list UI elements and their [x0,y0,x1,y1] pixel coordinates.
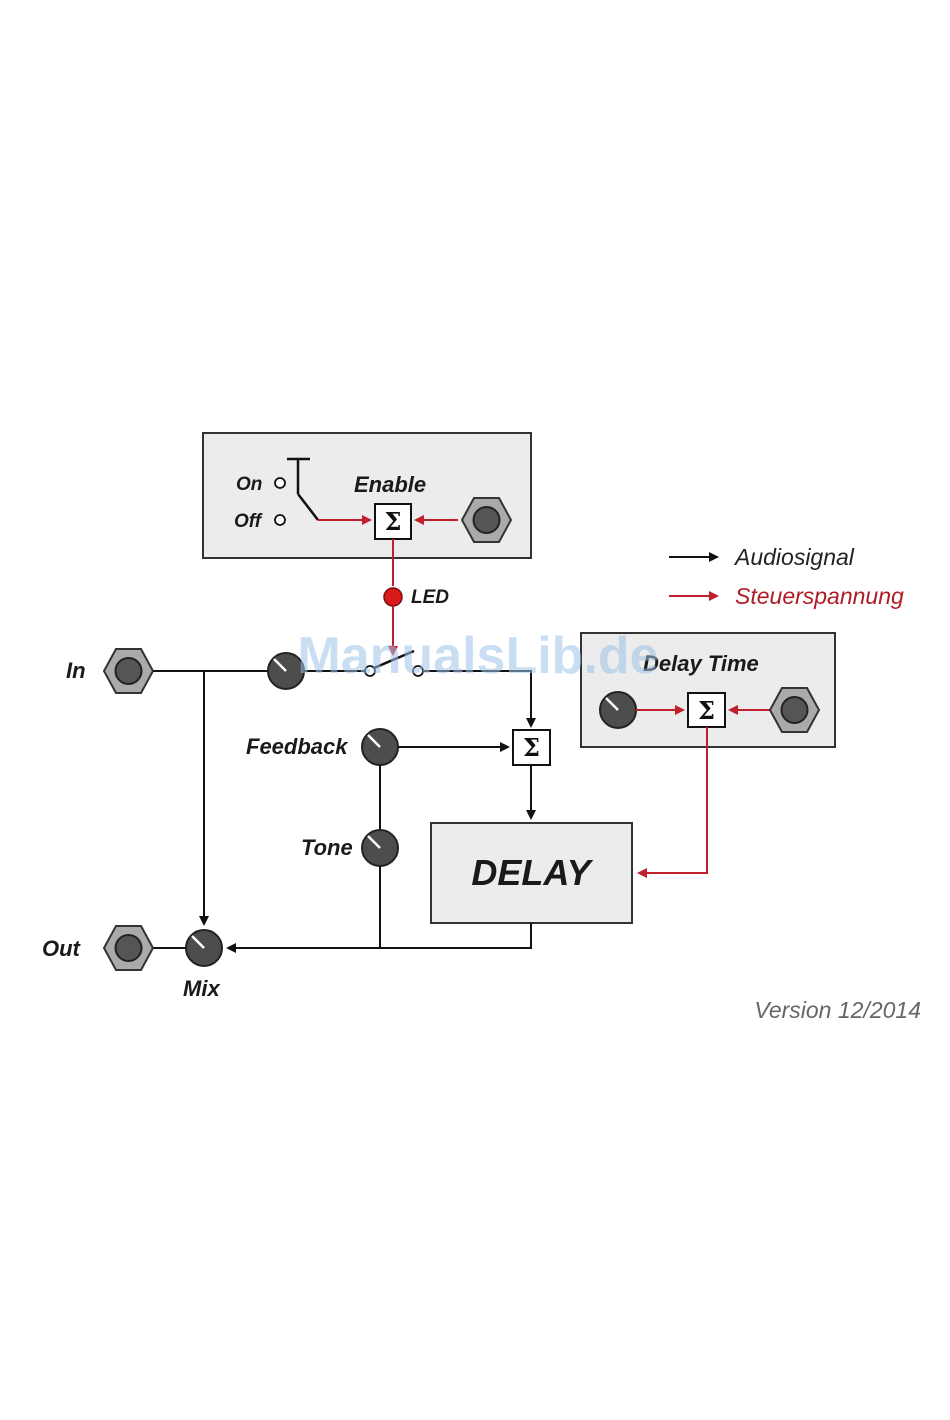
mix-knob-icon[interactable] [186,930,222,966]
watermark: ManualsLib.de [297,627,658,685]
delay-time-to-delay-cv [639,727,707,873]
tone-label: Tone [301,835,353,860]
delay-time-cv-jack-icon[interactable] [770,688,819,732]
version-label: Version 12/2014 [754,997,921,1023]
delay-time-title: Delay Time [643,651,759,676]
legend-control-label: Steuerspannung [735,583,904,609]
led-label: LED [411,587,449,608]
delay-block-label: DELAY [471,852,593,893]
enable-title: Enable [354,472,426,497]
delay-time-sum-symbol: Σ [698,696,715,725]
feedback-knob-icon[interactable] [362,729,398,765]
enable-sum-symbol: Σ [385,507,402,536]
legend-audio-label: Audiosignal [733,544,855,570]
led-indicator-icon [384,588,402,606]
off-label: Off [234,511,263,532]
out-jack-icon[interactable] [104,926,153,970]
in-label: In [66,658,86,683]
out-label: Out [42,936,82,961]
enable-cv-jack-icon[interactable] [462,498,511,542]
in-jack-icon[interactable] [104,649,153,693]
feedback-sum-symbol: Σ [523,733,540,762]
mix-label: Mix [183,976,220,1001]
tone-knob-icon[interactable] [362,830,398,866]
delay-time-knob-icon[interactable] [600,692,636,728]
on-label: On [236,474,262,495]
feedback-label: Feedback [246,734,349,759]
